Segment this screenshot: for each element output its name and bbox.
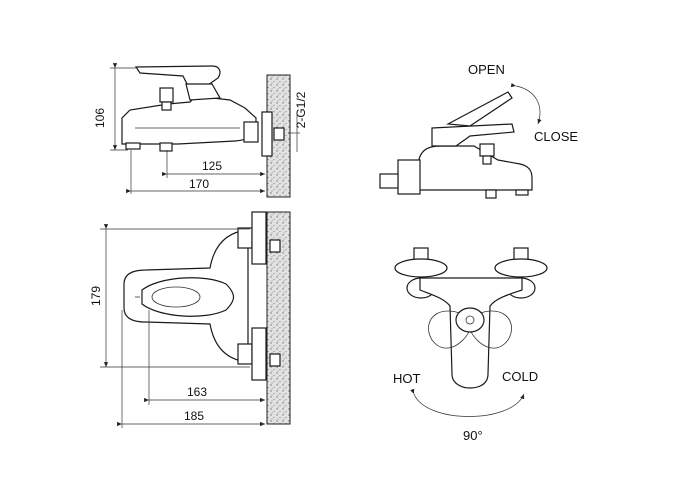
wall-top <box>266 211 291 425</box>
operation-side-view <box>379 82 542 199</box>
faucet-body-operation <box>417 145 533 191</box>
top-view <box>100 211 291 428</box>
close-label: CLOSE <box>534 129 578 144</box>
diverter-knob <box>159 87 174 103</box>
dim-thread-label: 2-G1/2 <box>294 91 308 128</box>
faucet-body-side <box>121 95 257 145</box>
open-label: OPEN <box>468 62 505 77</box>
cold-label: COLD <box>502 369 538 384</box>
dim-height-label: 106 <box>93 108 107 128</box>
angle-label: 90° <box>463 428 483 443</box>
dim-170-label: 170 <box>189 177 209 191</box>
open-close-arrow <box>510 82 542 125</box>
lever-side <box>134 65 221 87</box>
hot-label: HOT <box>393 371 421 386</box>
dim-125-label: 125 <box>202 159 222 173</box>
dim-163-label: 163 <box>187 385 207 399</box>
lever-top <box>141 277 235 317</box>
dim-179-label: 179 <box>89 286 103 306</box>
wall-connector <box>261 111 273 157</box>
operation-top-view <box>394 247 548 417</box>
faucet-body-operation-top <box>419 277 523 389</box>
rotation-arrow <box>410 388 525 417</box>
side-view <box>110 63 300 198</box>
lever-open <box>445 91 513 127</box>
dim-185-label: 185 <box>184 409 204 423</box>
lever-closed <box>431 123 515 147</box>
